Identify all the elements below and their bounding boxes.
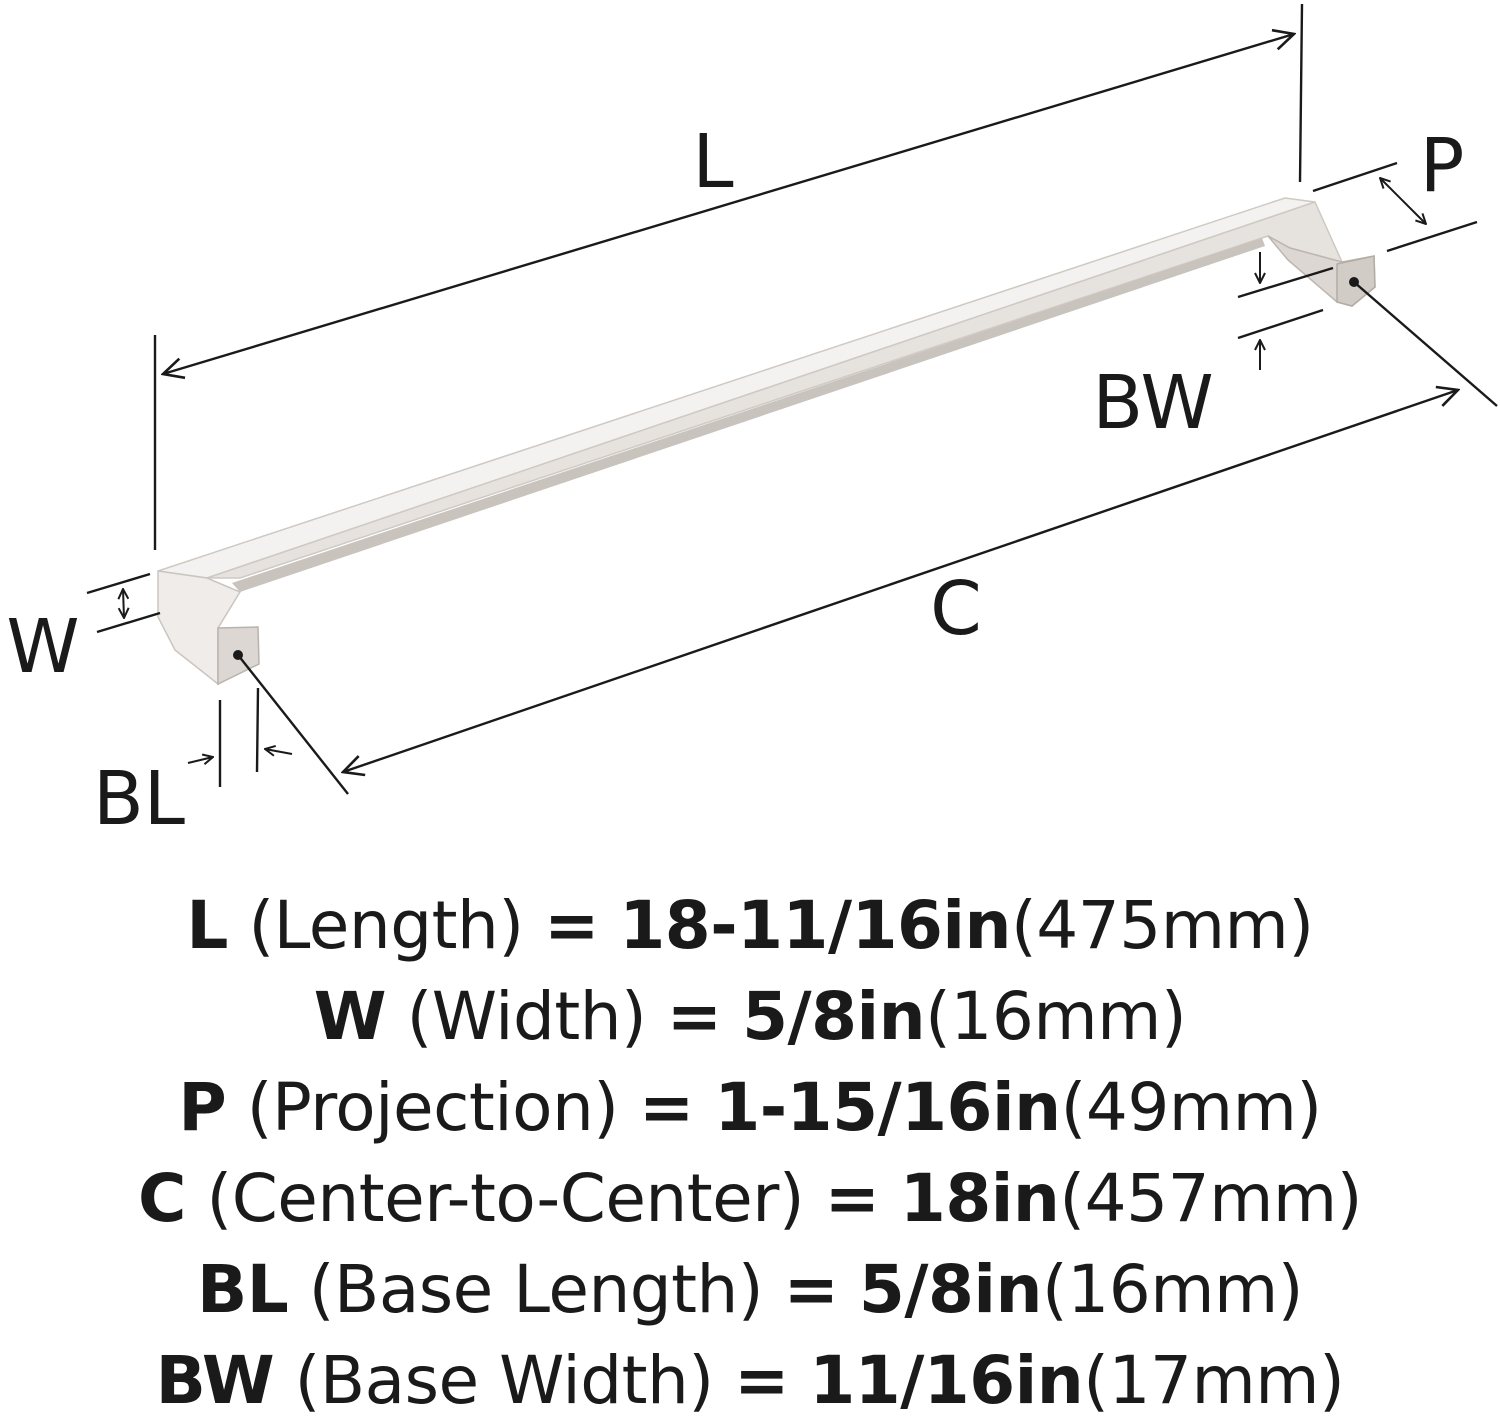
spec-metric: (16mm): [1041, 1251, 1304, 1328]
bl-arrow-left: [187, 757, 213, 763]
spec-imperial: 5/8in: [858, 1251, 1043, 1328]
spec-metric: (457mm): [1059, 1160, 1362, 1237]
bw-extension-top: [1237, 266, 1334, 299]
label-c: C: [930, 566, 982, 652]
spec-metric: (49mm): [1060, 1069, 1323, 1146]
spec-code: BL: [196, 1251, 289, 1328]
c-leader-right: [1353, 281, 1498, 407]
spec-imperial: 18in: [899, 1160, 1060, 1237]
p-extension-bottom: [1386, 220, 1478, 253]
spec-metric: (475mm): [1011, 887, 1314, 964]
spec-imperial: 18-11/16in: [619, 887, 1012, 964]
spec-code: C: [138, 1160, 186, 1237]
spec-code: L: [186, 887, 228, 964]
spec-name: (Width): [406, 978, 647, 1055]
c-leader-left: [237, 654, 349, 795]
spec-code: BW: [155, 1342, 275, 1419]
spec-name: (Base Width): [294, 1342, 714, 1419]
l-extension-right: [1298, 3, 1304, 183]
spec-imperial: 5/8in: [742, 978, 926, 1055]
spec-metric: (16mm): [925, 978, 1187, 1055]
label-w: W: [6, 604, 79, 690]
spec-equals: =: [783, 1251, 839, 1328]
spec-equals: =: [734, 1342, 789, 1419]
spec-equals: =: [639, 1069, 694, 1146]
w-dimension-line: [123, 589, 124, 618]
bl-extension-right: [255, 687, 260, 773]
spec-imperial: 1-15/16in: [714, 1069, 1061, 1146]
dimension-lines: [86, 3, 1498, 795]
p-dimension-line: [1380, 178, 1426, 224]
spec-length: L (Length) = 18-11/16in(475mm): [0, 880, 1500, 971]
label-p: P: [1420, 123, 1465, 209]
c-dimension-line: [343, 390, 1458, 772]
spec-name: (Length): [248, 887, 524, 964]
spec-equals: =: [666, 978, 722, 1055]
spec-base-width: BW (Base Width) = 11/16in(17mm): [0, 1335, 1500, 1426]
spec-name: (Base Length): [308, 1251, 764, 1328]
spec-center-to-center: C (Center-to-Center) = 18in(457mm): [0, 1153, 1500, 1244]
w-extension-bottom: [96, 611, 161, 634]
p-extension-top: [1312, 161, 1398, 193]
dimension-diagram: L P BW C W BL: [6, 3, 1498, 842]
label-bw: BW: [1092, 360, 1213, 446]
spec-projection: P (Projection) = 1-15/16in(49mm): [0, 1062, 1500, 1153]
label-l: L: [692, 119, 733, 205]
label-bl: BL: [93, 756, 185, 842]
bl-arrow-right: [265, 749, 293, 754]
spec-equals: =: [544, 887, 599, 964]
spec-code: W: [313, 978, 387, 1055]
spec-metric: (17mm): [1083, 1342, 1345, 1419]
specification-list: L (Length) = 18-11/16in(475mm) W (Width)…: [0, 880, 1500, 1426]
spec-name: (Center-to-Center): [206, 1160, 805, 1237]
spec-code: P: [178, 1069, 227, 1146]
l-dimension-line: [163, 34, 1294, 374]
spec-equals: =: [824, 1160, 880, 1237]
spec-width: W (Width) = 5/8in(16mm): [0, 971, 1500, 1062]
bw-extension-bottom: [1237, 308, 1324, 340]
w-extension-top: [86, 572, 151, 595]
spec-name: (Projection): [246, 1069, 619, 1146]
spec-base-length: BL (Base Length) = 5/8in(16mm): [0, 1244, 1500, 1335]
spec-imperial: 11/16in: [809, 1342, 1084, 1419]
